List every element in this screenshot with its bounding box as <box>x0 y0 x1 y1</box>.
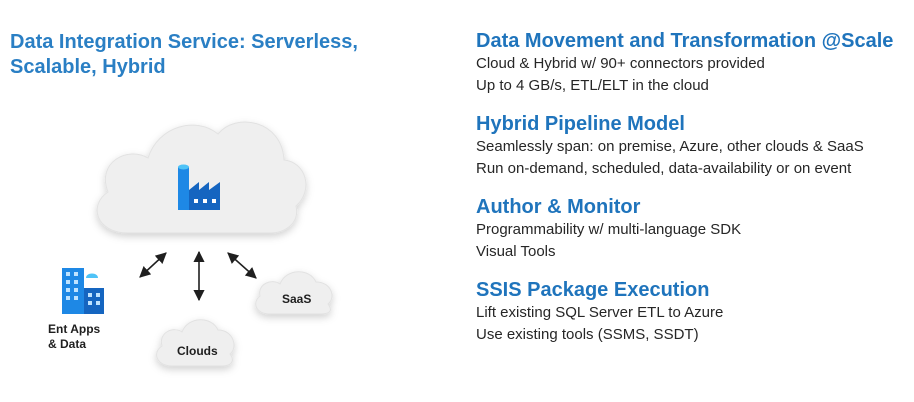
architecture-diagram: Ent Apps & Data Clouds SaaS <box>48 121 333 367</box>
feature-heading: SSIS Package Execution <box>476 279 710 301</box>
feature-line: Use existing tools (SSMS, SSDT) <box>476 326 699 343</box>
slide-title-line-1: Data Integration Service: Serverless, <box>10 31 358 53</box>
ent-apps-label-line-2: & Data <box>48 337 86 351</box>
saas-cloud-icon <box>255 271 333 315</box>
feature-data-movement: Data Movement and Transformation @Scale … <box>476 29 906 97</box>
factory-icon <box>178 164 220 210</box>
main-cloud-icon <box>96 121 307 234</box>
clouds-cloud-icon <box>156 319 235 367</box>
feature-line: Lift existing SQL Server ETL to Azure <box>476 304 724 321</box>
buildings-icon <box>62 268 104 314</box>
feature-line: Seamlessly span: on premise, Azure, othe… <box>476 138 864 155</box>
feature-line: Run on-demand, scheduled, data-availabil… <box>476 160 852 177</box>
feature-heading: Author & Monitor <box>476 196 641 218</box>
feature-line: Visual Tools <box>476 243 556 260</box>
ent-apps-label-line-1: Ent Apps <box>48 322 101 336</box>
feature-ssis-execution: SSIS Package Execution Lift existing SQL… <box>476 278 906 346</box>
slide-title: Data Integration Service: Serverless, Sc… <box>10 30 390 80</box>
feature-line: Programmability w/ multi-language SDK <box>476 221 742 238</box>
bidirectional-arrow-icon <box>139 252 167 278</box>
feature-line: Up to 4 GB/s, ETL/ELT in the cloud <box>476 77 709 94</box>
feature-heading: Data Movement and Transformation @Scale <box>476 30 894 52</box>
saas-label: SaaS <box>282 292 311 306</box>
features-list: Data Movement and Transformation @Scale … <box>476 29 906 346</box>
feature-author-monitor: Author & Monitor Programmability w/ mult… <box>476 195 906 263</box>
feature-heading: Hybrid Pipeline Model <box>476 113 685 135</box>
clouds-label: Clouds <box>177 344 218 358</box>
feature-hybrid-pipeline: Hybrid Pipeline Model Seamlessly span: o… <box>476 112 906 180</box>
feature-line: Cloud & Hybrid w/ 90+ connectors provide… <box>476 55 765 72</box>
slide-title-line-2: Scalable, Hybrid <box>10 56 166 78</box>
bidirectional-arrow-icon <box>227 252 257 279</box>
